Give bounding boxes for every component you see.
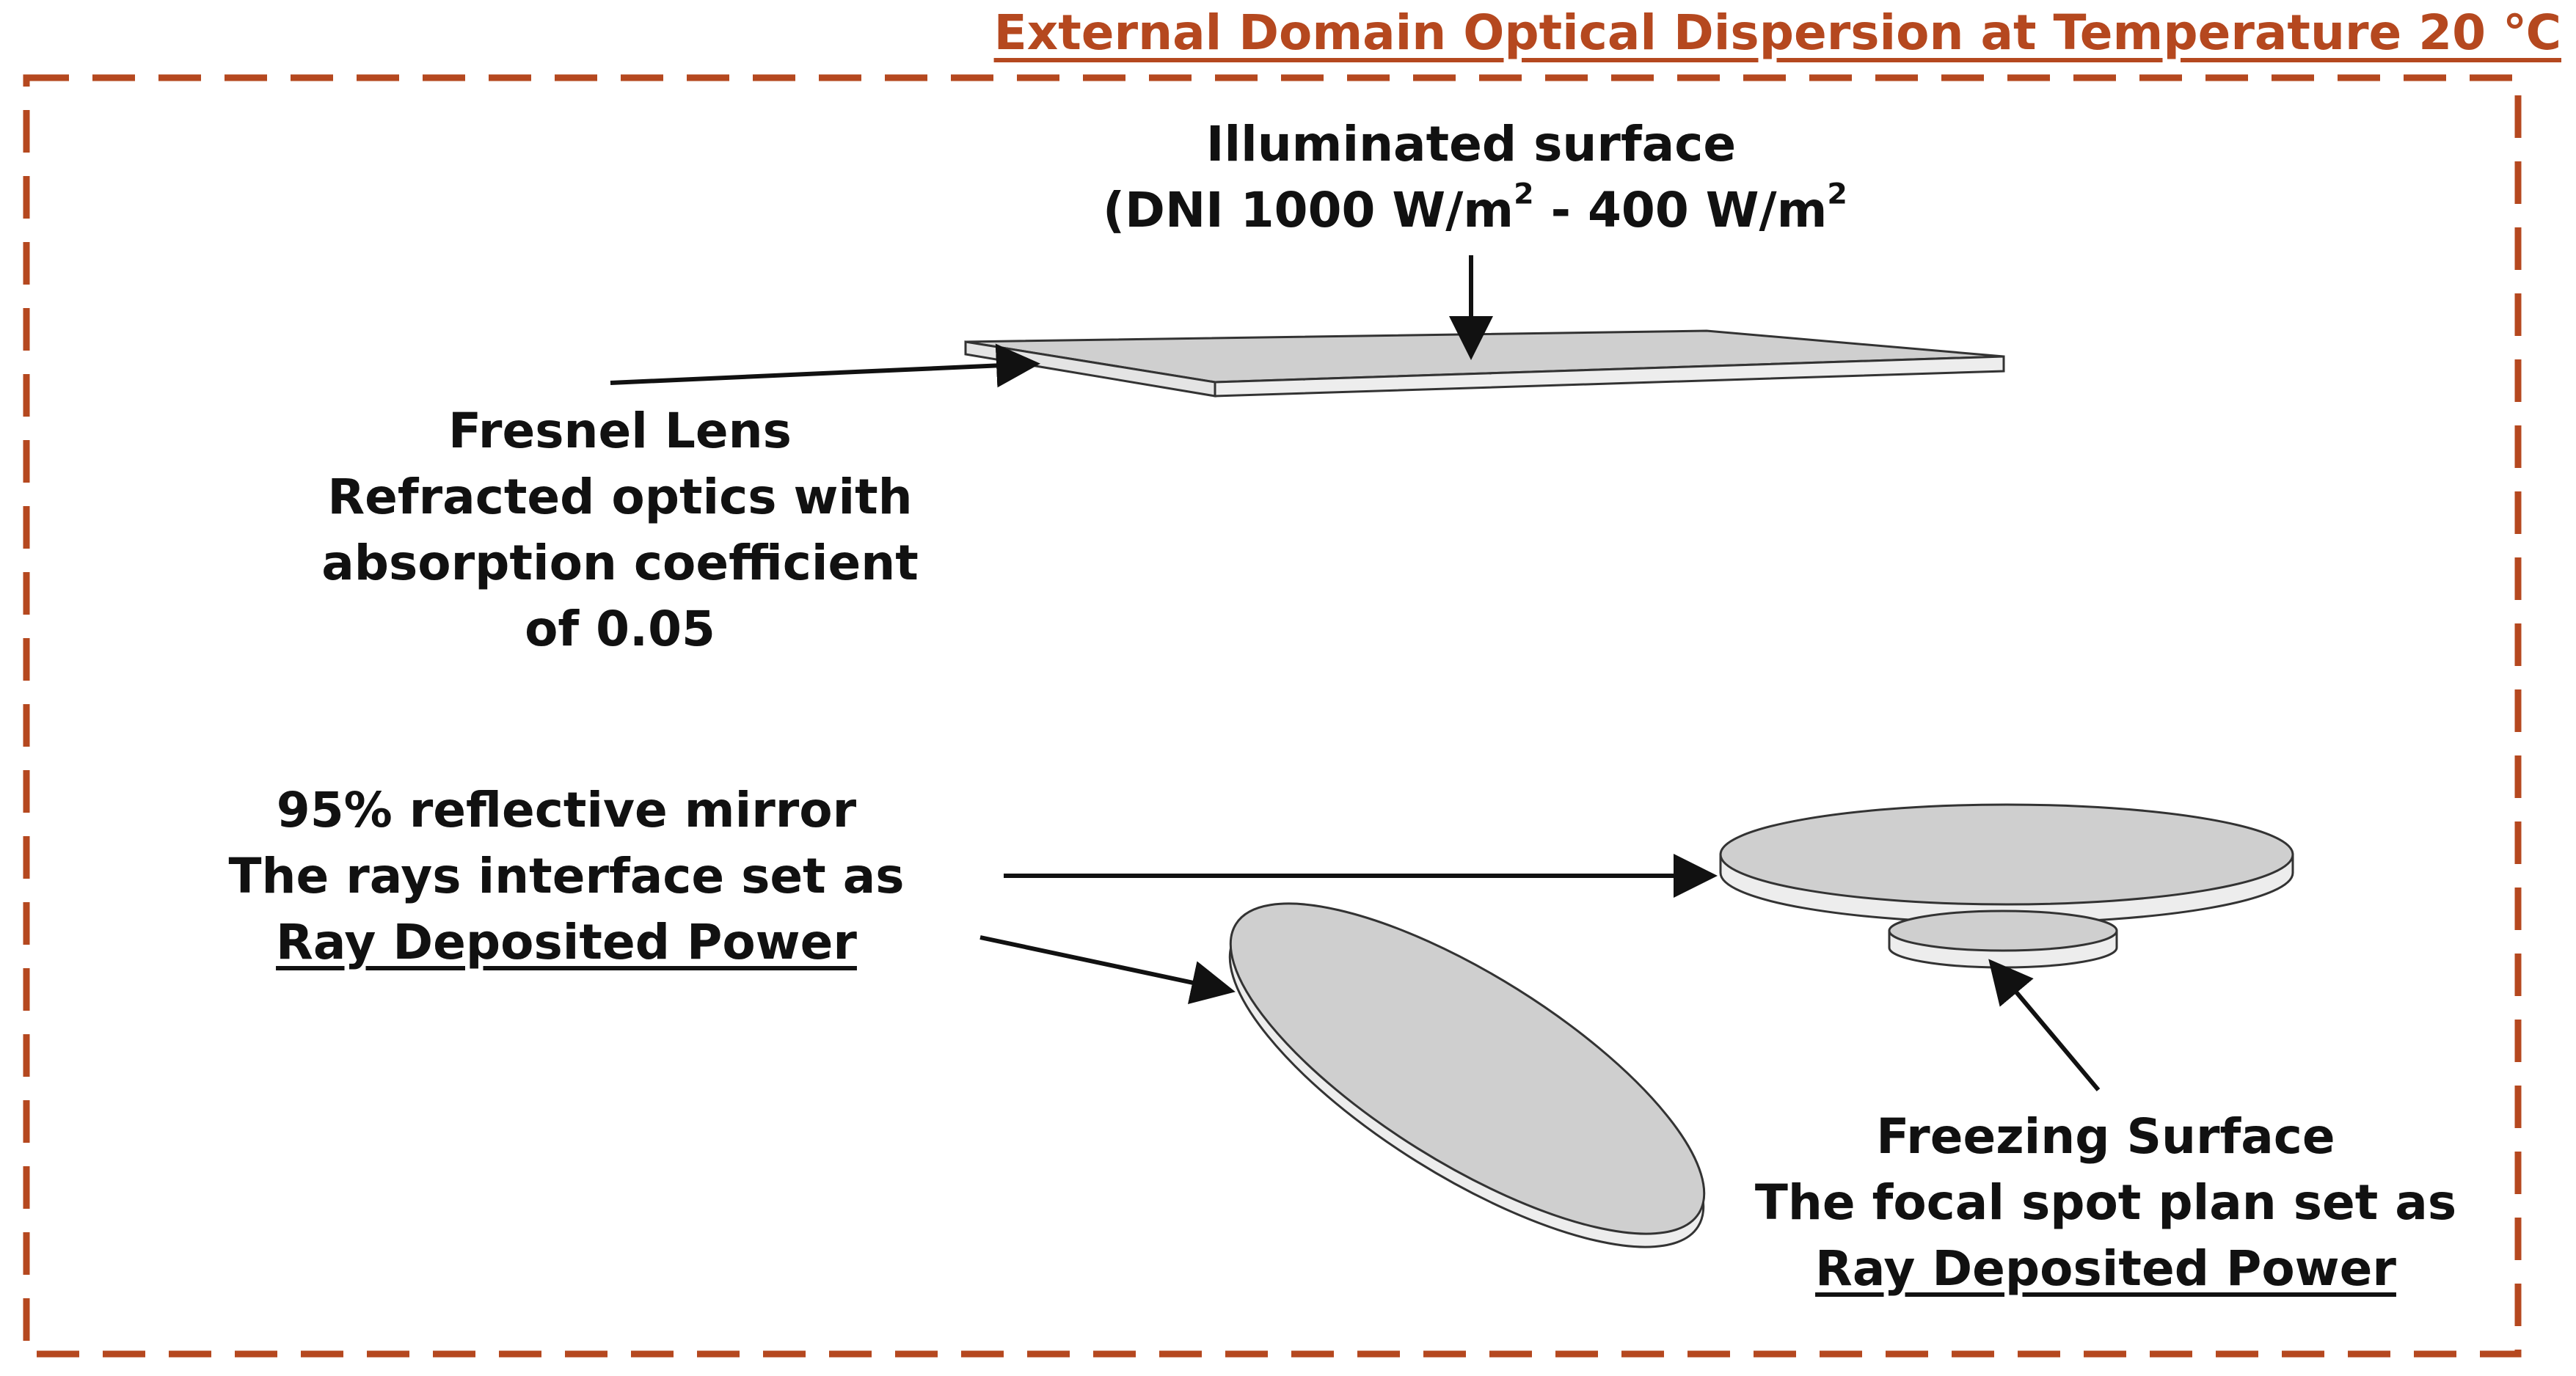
freezing-line1: Freezing Surface — [1876, 1108, 2335, 1165]
freezing-line2: The focal spot plan set as — [1754, 1174, 2457, 1231]
mirror-line2: The rays interface set as — [228, 848, 905, 904]
mirror-line3: Ray Deposited Power — [276, 914, 857, 970]
fresnel-line1: Fresnel Lens — [448, 403, 792, 459]
illuminated-surface-label: Illuminated surface (DNI 1000 W/m2 - 400… — [1103, 111, 1847, 244]
superscript-1: 2 — [1514, 177, 1534, 211]
dni-mid: - 400 W/m — [1533, 182, 1828, 238]
reflective-mirror — [1228, 902, 1706, 1248]
freezing-line3: Ray Deposited Power — [1815, 1240, 2396, 1297]
domain-frame — [23, 74, 2522, 1358]
receiver-disk — [1719, 803, 2294, 924]
fresnel-line3: absorption coefficient — [321, 535, 919, 591]
illuminated-line1: Illuminated surface — [1205, 116, 1737, 172]
mirror-line1: 95% reflective mirror — [276, 782, 857, 838]
fresnel-line2: Refracted optics with — [327, 469, 913, 525]
mirror-label: 95% reflective mirror The rays interface… — [200, 777, 933, 976]
fresnel-lens-plate — [964, 329, 2005, 398]
arrow-fresnel — [610, 343, 1040, 388]
fresnel-lens-label: Fresnel Lens Refracted optics with absor… — [253, 398, 987, 662]
freezing-surface-disk — [1888, 910, 2118, 969]
freezing-surface-label: Freezing Surface The focal spot plan set… — [1739, 1104, 2473, 1302]
diagram-title: External Domain Optical Dispersion at Te… — [993, 4, 2561, 61]
superscript-2: 2 — [1827, 177, 1847, 211]
illuminated-line2: (DNI 1000 W/m2 - 400 W/m2 — [1103, 177, 1847, 244]
dni-prefix: (DNI 1000 W/m — [1103, 182, 1514, 238]
arrow-mirror — [979, 935, 1236, 1005]
arrow-freezing — [1988, 959, 2101, 1091]
fresnel-line4: of 0.05 — [525, 601, 715, 657]
